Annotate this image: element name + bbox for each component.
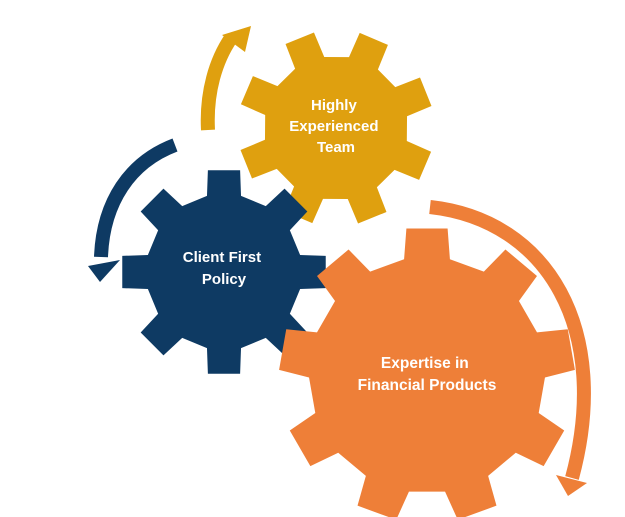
gold-curved-arrow — [200, 26, 251, 131]
gear-expertise-label-line: Expertise in — [381, 355, 469, 372]
gear-expertise-label-line: Financial Products — [358, 377, 497, 394]
gold-arrow-shaft — [200, 34, 237, 131]
gear-expertise-financial-products: Expertise in Financial Products — [279, 228, 575, 517]
navy-arrow-head — [88, 260, 120, 282]
gear-highly-experienced-team: Highly Experienced Team — [240, 32, 432, 224]
gear-expertise-label: Expertise in Financial Products — [358, 355, 497, 394]
orange-arrow-head — [556, 475, 587, 496]
navy-curved-arrow — [88, 138, 178, 282]
gear-client-label-line: Client First — [183, 249, 261, 266]
gear-team-shape — [240, 32, 432, 224]
gear-team-label: Highly Experienced Team — [289, 97, 382, 156]
navy-arrow-shaft — [94, 138, 178, 258]
gear-team-label-line: Highly — [311, 97, 357, 114]
gear-client-first-policy: Client First Policy — [122, 170, 326, 374]
gear-expertise-shape — [279, 228, 575, 517]
gear-team-label-line: Team — [317, 139, 355, 156]
gold-arrow-head — [222, 26, 251, 52]
gear-team-label-line: Experienced — [289, 118, 378, 135]
orange-curved-arrow — [429, 200, 591, 496]
orange-arrow-shaft — [429, 200, 591, 480]
gear-client-label: Client First Policy — [183, 249, 266, 288]
gear-client-label-line: Policy — [202, 271, 247, 288]
gear-client-shape — [122, 170, 326, 374]
